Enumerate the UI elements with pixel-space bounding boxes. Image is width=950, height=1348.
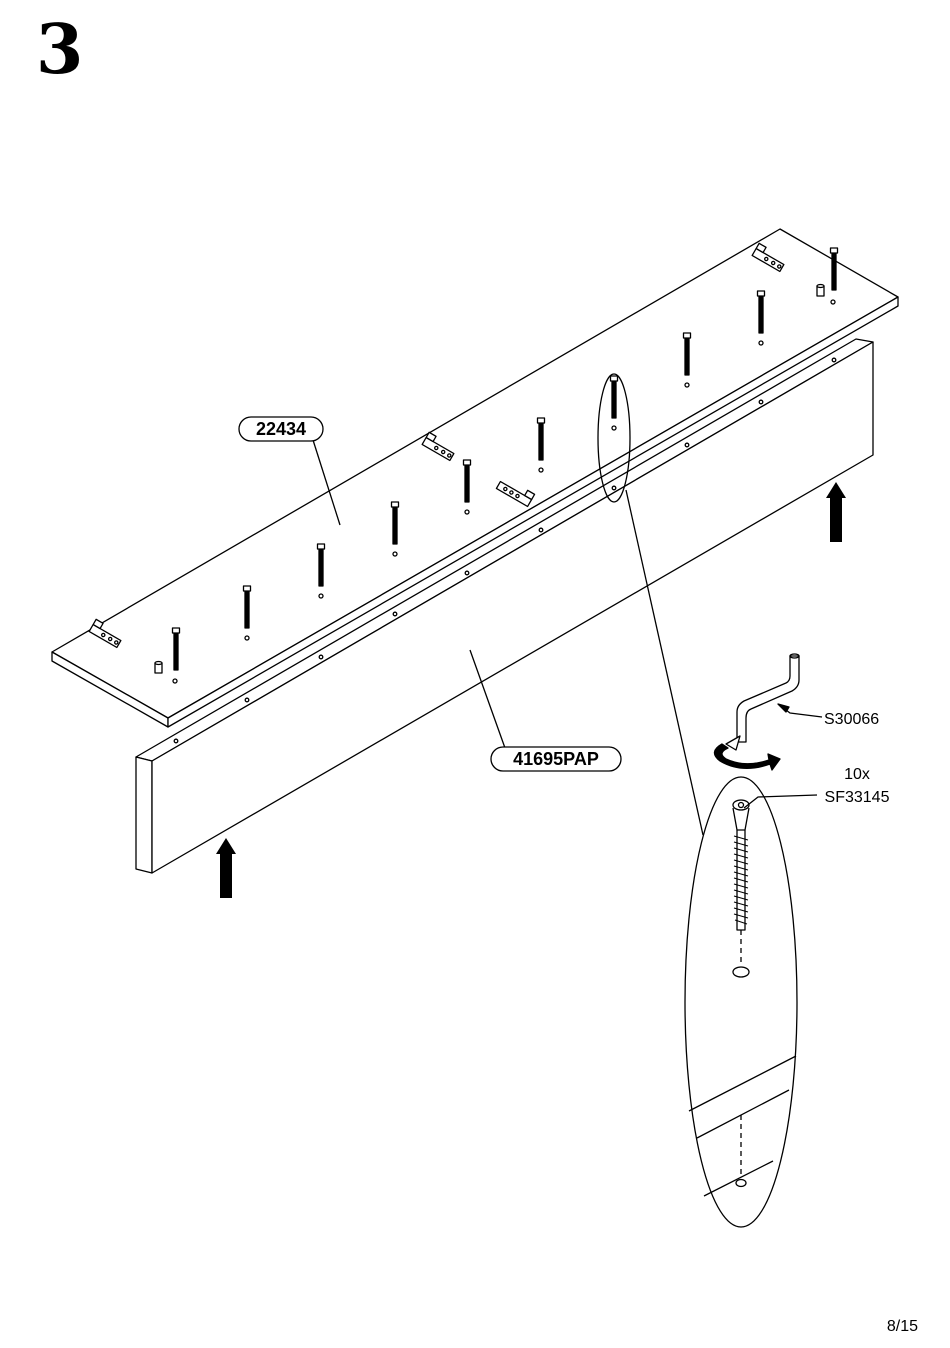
step-number: 3 xyxy=(36,16,81,84)
tool-part-label: S30066 xyxy=(824,711,879,728)
allen-key-icon xyxy=(737,654,799,742)
up-arrow-icon xyxy=(826,482,846,542)
screw-quantity: 10x xyxy=(844,766,870,783)
up-arrow-icon xyxy=(216,838,236,898)
shelf-part-label: 22434 xyxy=(256,419,306,439)
rotate-clockwise-icon xyxy=(714,736,780,770)
back-panel-part-label: 41695PAP xyxy=(513,749,599,769)
page-indicator: 8/15 xyxy=(887,1318,918,1336)
detail-zoom xyxy=(685,777,797,1227)
screw-part-label: SF33145 xyxy=(825,789,890,806)
